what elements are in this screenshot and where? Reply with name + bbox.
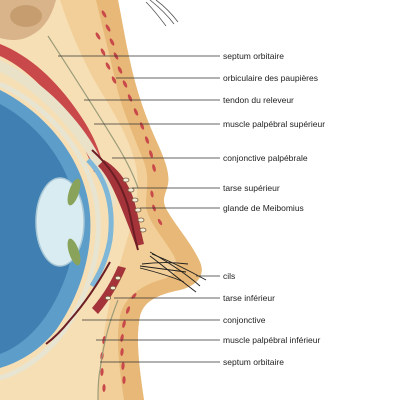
lower-meibomian-gland (105, 275, 122, 301)
label-tarse-superieur: tarse supérieur (223, 183, 280, 193)
label-cils: cils (223, 271, 236, 281)
cornea (86, 158, 114, 288)
eyeball-sclera-edge (0, 81, 101, 381)
label-tendon-releveur: tendon du releveur (223, 95, 294, 105)
label-muscle-palpebral-superieur: muscle palpébral supérieur (223, 119, 326, 129)
label-septum-orbitaire-superieur: septum orbitaire (223, 51, 284, 61)
label-orbiculaire: orbiculaire des paupières (223, 73, 318, 83)
ciliary-body (67, 178, 81, 206)
label-muscle-palpebral-inferieur: muscle palpébral inférieur (223, 335, 321, 345)
label-conjonctive: conjonctive (223, 315, 266, 325)
lower-septum-line (97, 299, 119, 400)
palpebral-conjunctiva (91, 149, 139, 251)
ciliary-body-lower (67, 238, 81, 266)
label-glande-meibomius: glande de Meibomius (223, 203, 304, 213)
label-conjonctive-palpebrale: conjonctive palpébrale (223, 153, 308, 163)
lower-conjunctiva (45, 261, 111, 345)
meibomian-gland (122, 177, 147, 233)
upper-septum-line (47, 35, 139, 189)
levator-tendon (0, 60, 116, 206)
leader-lines (58, 55, 220, 363)
label-septum-orbitaire-inferieur: septum orbitaire (223, 357, 284, 367)
eyebrow-hairs (145, 0, 179, 27)
label-tarse-inferieur: tarse inférieur (223, 293, 275, 303)
bone-cavity (10, 5, 42, 27)
eyelashes (139, 251, 207, 293)
